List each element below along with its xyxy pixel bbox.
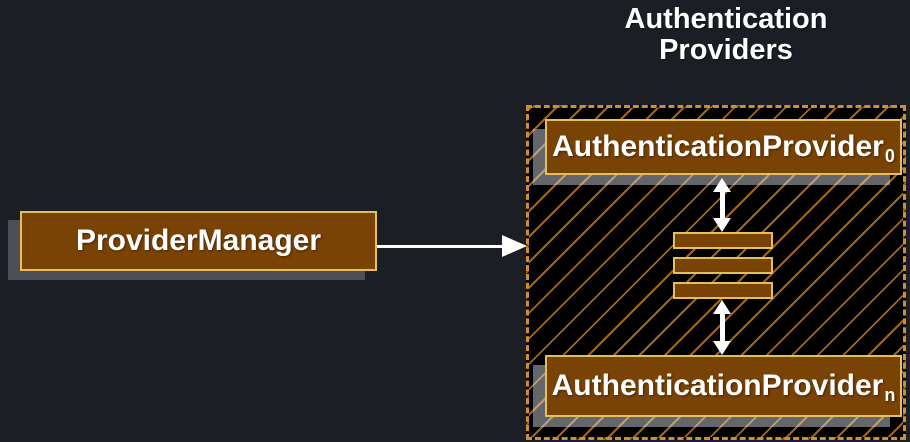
auth-provider-n-label: AuthenticationProvider	[551, 369, 884, 402]
diagram-title-line1: Authentication	[624, 3, 828, 35]
stack-bar	[673, 257, 773, 274]
arrow-up-head	[713, 300, 731, 314]
auth-provider-n-subscript: n	[884, 384, 896, 405]
provider-manager-label: ProviderManager	[75, 224, 322, 257]
stack-bar	[673, 232, 773, 249]
arrow-down-head	[713, 218, 731, 232]
arrow-down-head	[713, 341, 731, 355]
diagram-title: Authentication Providers	[541, 4, 910, 66]
stack-bar	[673, 282, 773, 299]
arrow-up-head	[713, 178, 731, 192]
arrow-stem	[719, 311, 725, 344]
double-arrow-bottom-icon	[711, 300, 733, 355]
provider-manager-box: ProviderManager	[20, 211, 377, 271]
arrow-stem	[719, 189, 725, 221]
diagram-title-line2: Providers	[659, 34, 793, 66]
auth-provider-0-subscript: 0	[884, 145, 895, 166]
double-arrow-top-icon	[711, 178, 733, 232]
right-arrow-line	[377, 245, 504, 248]
auth-provider-0-label: AuthenticationProvider	[552, 130, 884, 163]
right-arrow-icon	[502, 235, 527, 257]
